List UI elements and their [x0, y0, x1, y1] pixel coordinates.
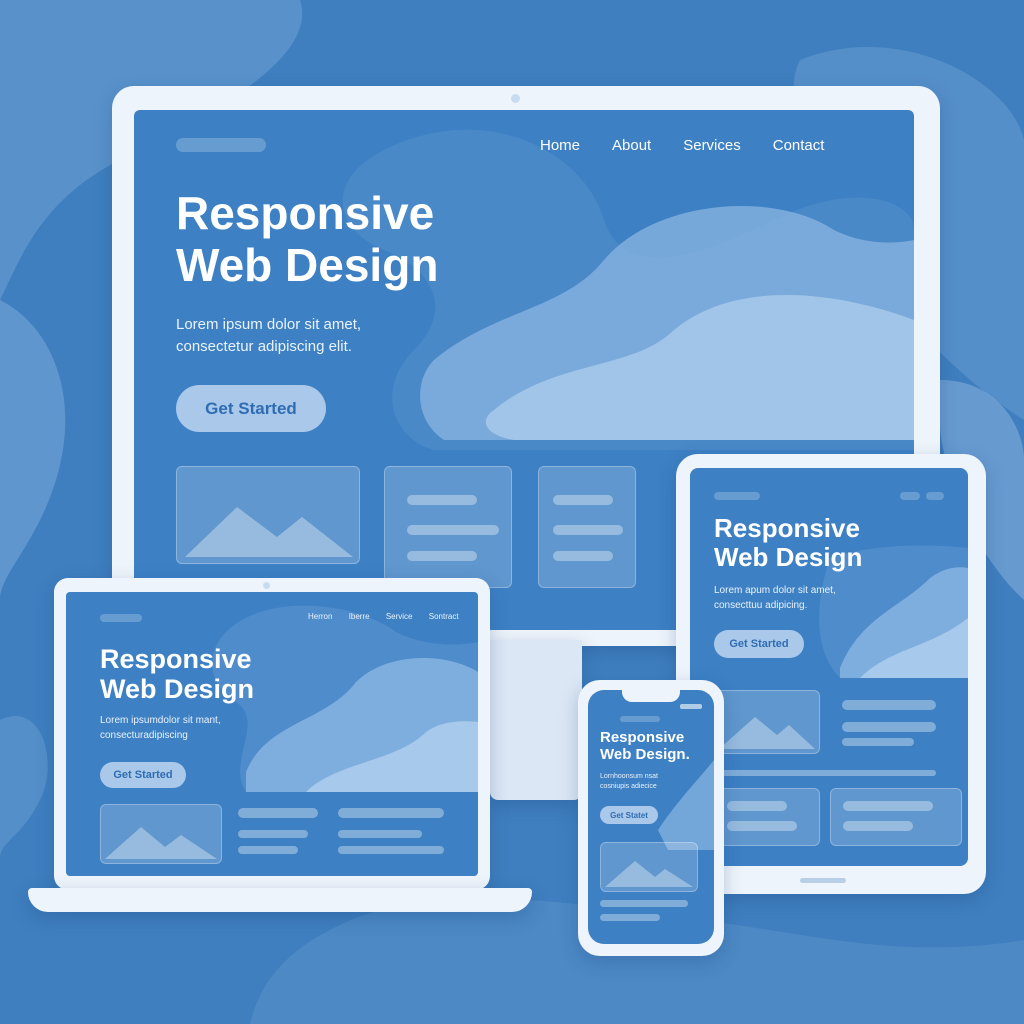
text-line-placeholder [407, 495, 477, 505]
logo-placeholder [620, 716, 660, 722]
text-line-placeholder [843, 821, 913, 831]
laptop-nav: Herron Iberre Service Sontract [308, 612, 459, 621]
mountain-image-icon [719, 717, 815, 749]
hero-subtitle-line2: consecttuu adipicing. [714, 599, 808, 611]
hero-subtitle: Lorem ipsumdolor sit mant, consecturadip… [100, 714, 221, 743]
text-line-placeholder [600, 900, 688, 907]
get-started-button[interactable]: Get Started [100, 762, 186, 788]
hero-title: Responsive Web Design. [600, 729, 690, 764]
text-line-placeholder [842, 738, 914, 746]
get-started-button[interactable]: Get Started [176, 385, 326, 432]
mountain-image-icon [185, 507, 353, 557]
text-line-placeholder [338, 808, 444, 818]
camera-dot-icon [511, 94, 520, 103]
mountain-image-icon [105, 827, 217, 859]
nav-services-link[interactable]: Service [385, 612, 413, 621]
hero-title-line2: Web Design. [600, 745, 690, 763]
phone-notch [622, 690, 680, 702]
content-card [538, 466, 636, 588]
get-started-button[interactable]: Get Statet [600, 806, 658, 824]
hero-title: Responsive Web Design [714, 513, 863, 573]
logo-placeholder [100, 614, 142, 622]
hero-subtitle-line1: Lornhoonsum nsat [600, 773, 658, 780]
content-card [830, 788, 962, 846]
text-line-placeholder [714, 770, 936, 776]
hero-wave-art [819, 545, 968, 678]
text-line-placeholder [842, 700, 936, 710]
text-line-placeholder [407, 525, 499, 535]
text-line-placeholder [338, 846, 444, 854]
logo-placeholder [176, 138, 266, 152]
text-line-placeholder [407, 551, 477, 561]
text-line-placeholder [553, 525, 623, 535]
image-card [600, 842, 698, 892]
nav-contact-link[interactable]: Sontract [428, 612, 459, 621]
hero-wave-art [658, 760, 714, 850]
hero-title-line2: Web Design [714, 542, 863, 573]
hero-title: Responsive Web Design [100, 644, 254, 704]
hero-subtitle: Lorem apum dolor sit amet, consecttuu ad… [714, 584, 836, 613]
nav-home-link[interactable]: Herron [308, 612, 333, 621]
image-card [100, 804, 222, 864]
hero-title-line1: Responsive [714, 513, 860, 543]
hero-subtitle-line2: consectetur adipiscing elit. [176, 337, 352, 355]
menu-dot[interactable] [926, 492, 944, 500]
hero-wave-art [212, 605, 478, 792]
hero-title-line1: Responsive [100, 644, 252, 674]
hero-subtitle: Lornhoonsum nsat cosniupis adiecice [600, 772, 658, 792]
hero-wave-art [342, 129, 914, 450]
hero-subtitle-line1: Lorem ipsum dolor sit amet, [176, 316, 362, 333]
text-line-placeholder [338, 830, 422, 838]
text-line-placeholder [238, 808, 318, 818]
text-line-placeholder [553, 495, 613, 505]
logo-placeholder [714, 492, 760, 500]
camera-dot-icon [263, 582, 270, 589]
monitor-nav: Home About Services Contact [508, 137, 824, 154]
mountain-image-icon [605, 861, 693, 887]
get-started-button[interactable]: Get Started [714, 630, 804, 658]
phone-screen: Responsive Web Design. Lornhoonsum nsat … [588, 690, 714, 944]
nav-contact-link[interactable]: Contact [772, 137, 825, 154]
text-line-placeholder [238, 846, 298, 854]
text-line-placeholder [727, 801, 787, 811]
hero-title-line2: Web Design [176, 238, 439, 291]
content-card [384, 466, 512, 588]
hero-subtitle-line2: cosniupis adiecice [600, 783, 657, 791]
text-line-placeholder [553, 551, 613, 561]
hero-subtitle-line1: Lorem apum dolor sit amet, [714, 585, 836, 596]
content-card [714, 788, 820, 846]
monitor-stand [490, 640, 582, 800]
text-line-placeholder [842, 722, 936, 732]
nav-home-link[interactable]: Home [540, 137, 581, 154]
text-line-placeholder [727, 821, 797, 831]
hero-title: Responsive Web Design [176, 187, 439, 291]
nav-about-link[interactable]: About [612, 137, 652, 154]
text-line-placeholder [843, 801, 933, 811]
image-card [176, 466, 360, 564]
laptop-screen: Herron Iberre Service Sontract Responsiv… [66, 592, 478, 876]
laptop-base [28, 888, 532, 912]
hero-title-line1: Responsive [176, 187, 435, 239]
hero-title-line1: Responsive [600, 729, 685, 746]
tablet-screen: Responsive Web Design Lorem apum dolor s… [690, 468, 968, 866]
nav-services-link[interactable]: Services [683, 137, 741, 154]
hero-title-line2: Web Design [100, 674, 255, 705]
text-line-placeholder [238, 830, 308, 838]
status-bar-icons [680, 704, 702, 709]
tablet-home-bar [800, 878, 846, 883]
text-line-placeholder [600, 914, 660, 921]
hero-subtitle: Lorem ipsum dolor sit amet, consectetur … [176, 314, 361, 358]
menu-dot[interactable] [900, 492, 920, 500]
image-card [714, 690, 820, 754]
hero-subtitle-line2: consecturadipiscing [100, 729, 188, 741]
nav-about-link[interactable]: Iberre [348, 612, 370, 621]
hero-subtitle-line1: Lorem ipsumdolor sit mant, [100, 715, 221, 726]
